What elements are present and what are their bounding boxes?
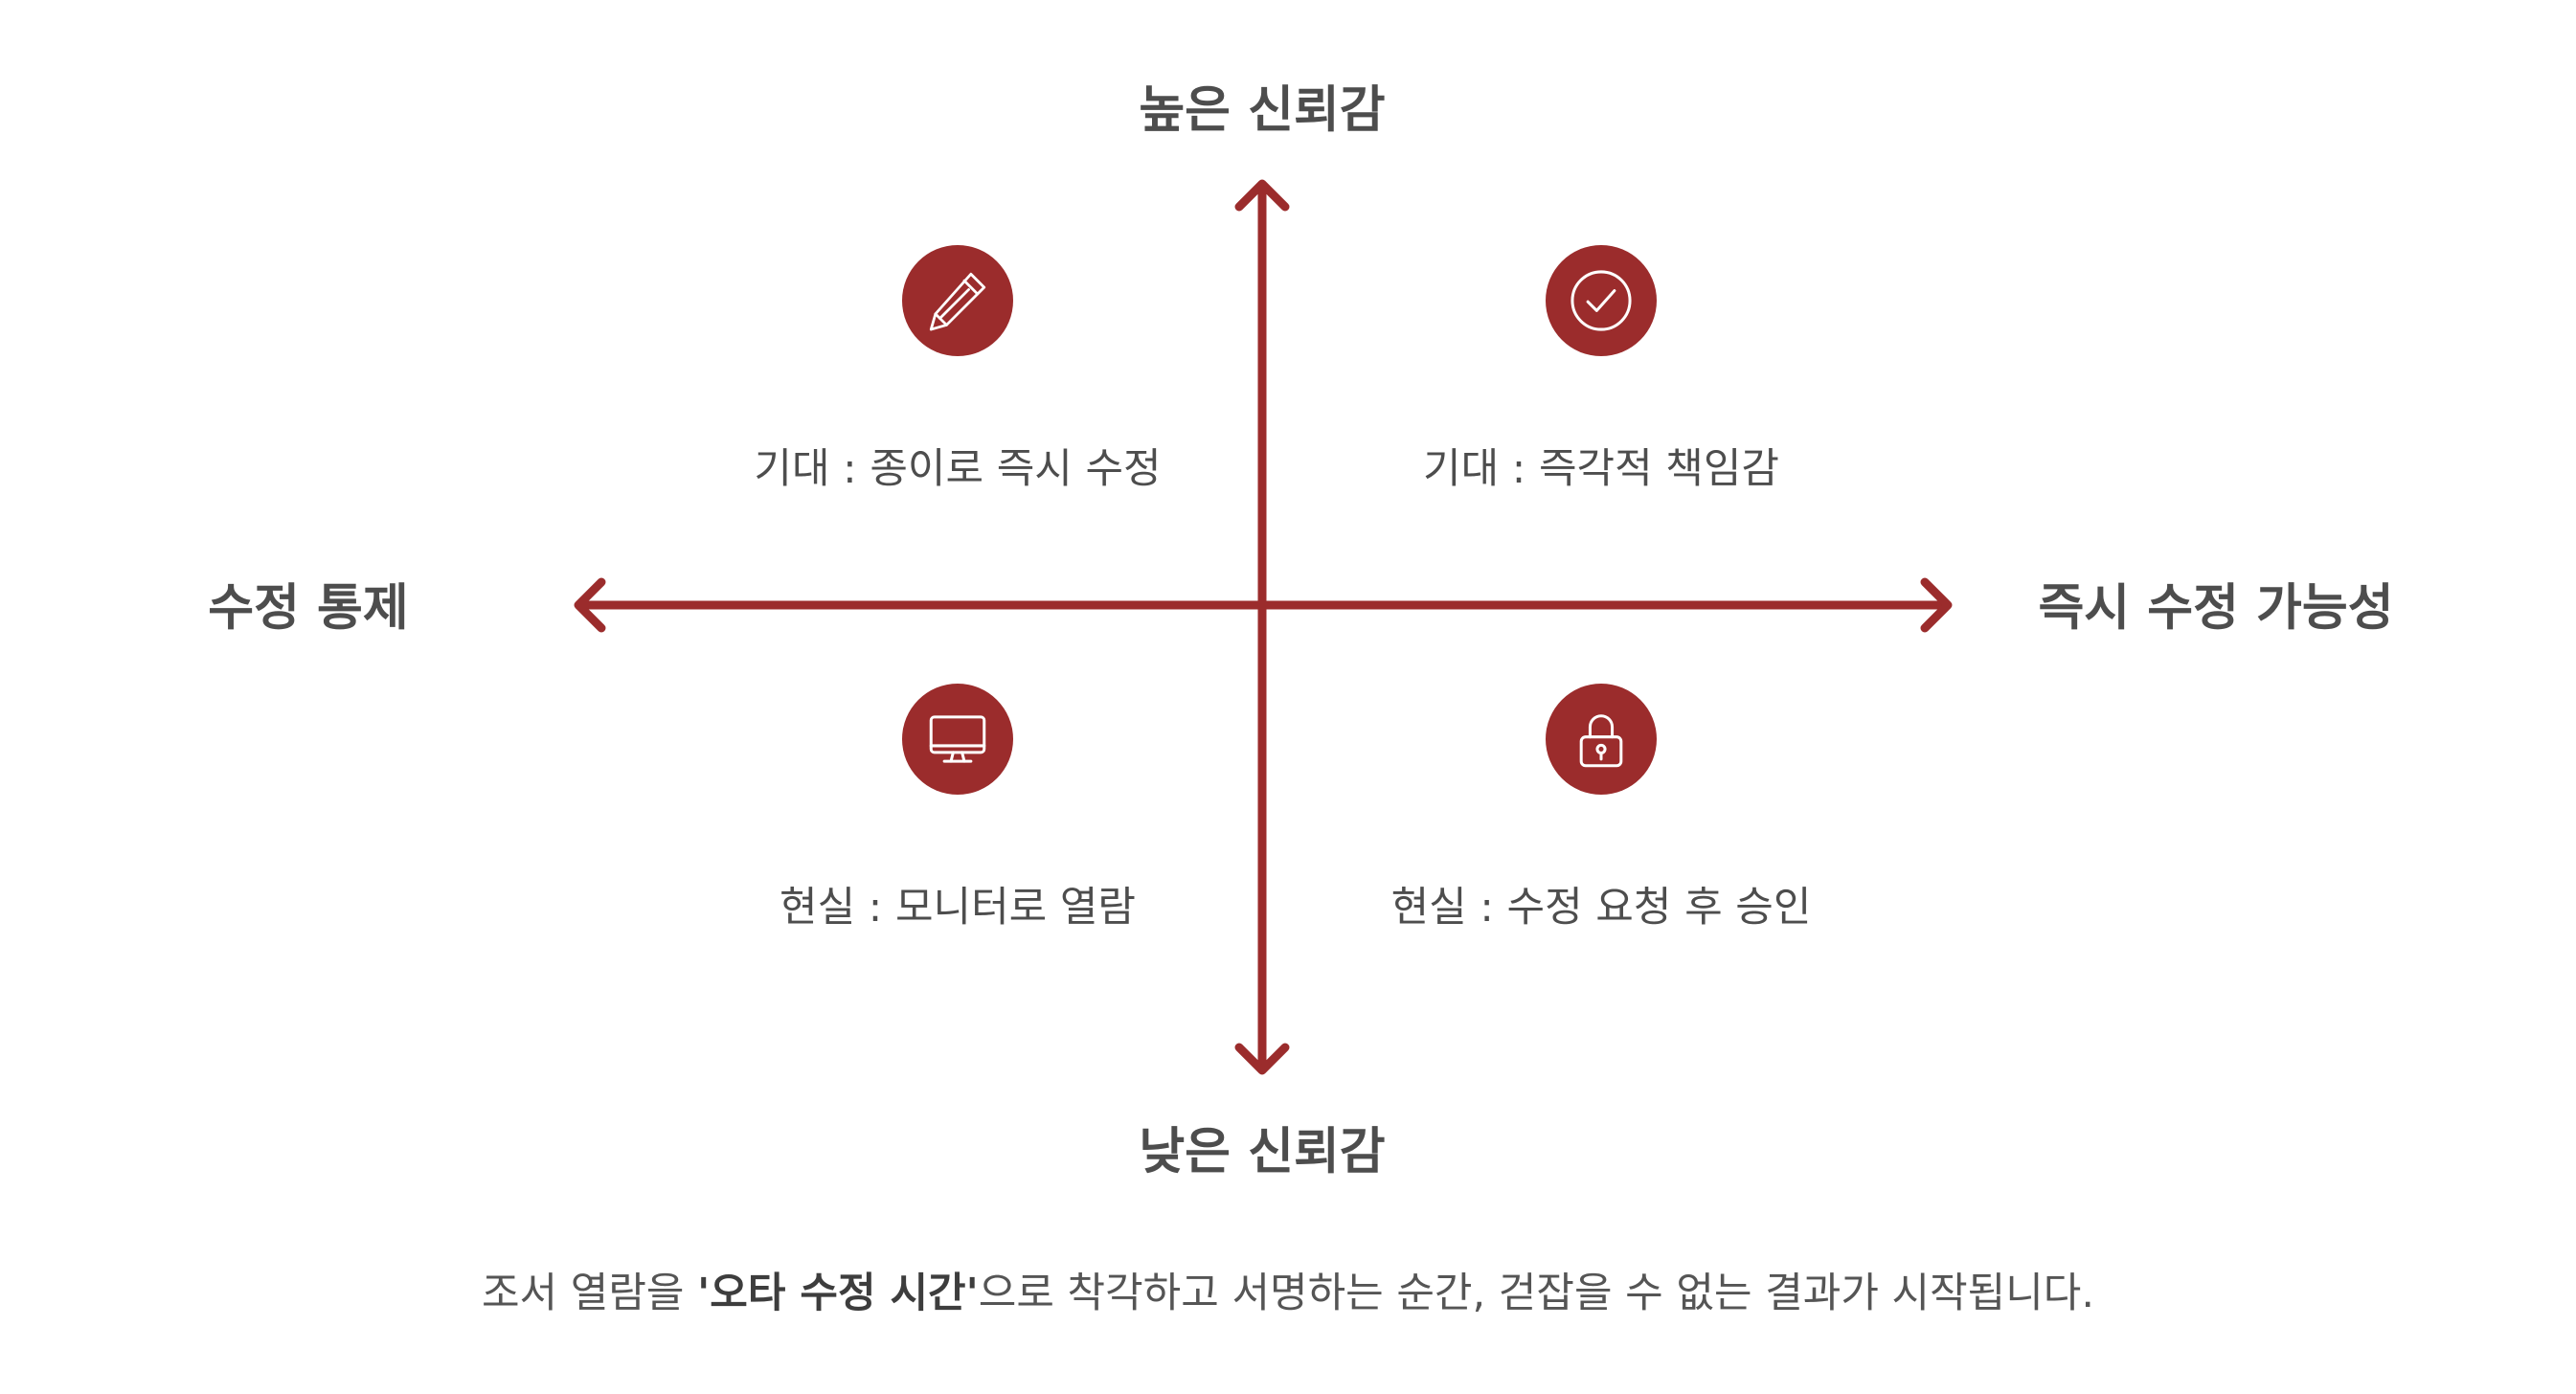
pencil-icon	[902, 245, 1013, 356]
quadrant-label-top-left: 기대 : 종이로 즉시 수정	[754, 445, 1162, 493]
quadrant-label-top-right: 기대 : 즉각적 책임감	[1423, 445, 1779, 493]
axis-label-bottom: 낮은 신뢰감	[1139, 1123, 1386, 1181]
arrow-left-icon	[574, 577, 606, 633]
axis-label-top: 높은 신뢰감	[1139, 81, 1386, 140]
caption-emphasis: '오타 수정 시간'	[697, 1270, 979, 1317]
lock-icon	[1546, 684, 1657, 795]
axis-label-right: 즉시 수정 가능성	[2038, 579, 2394, 638]
check-circle-icon	[1546, 245, 1657, 356]
monitor-icon	[902, 684, 1013, 795]
arrow-up-icon	[1234, 179, 1290, 212]
arrow-right-icon	[1920, 577, 1953, 633]
caption-after: 으로 착각하고 서명하는 순간, 걷잡을 수 없는 결과가 시작됩니다.	[978, 1270, 2095, 1317]
caption: 조서 열람을 '오타 수정 시간'으로 착각하고 서명하는 순간, 걷잡을 수 …	[482, 1260, 2094, 1319]
caption-before: 조서 열람을	[481, 1270, 698, 1317]
quadrant-label-bottom-right: 현실 : 수정 요청 후 승인	[1390, 884, 1812, 932]
quadrant-label-bottom-left: 현실 : 모니터로 열람	[780, 884, 1136, 932]
arrow-down-icon	[1234, 1043, 1290, 1075]
axis-label-left: 수정 통제	[208, 579, 409, 638]
